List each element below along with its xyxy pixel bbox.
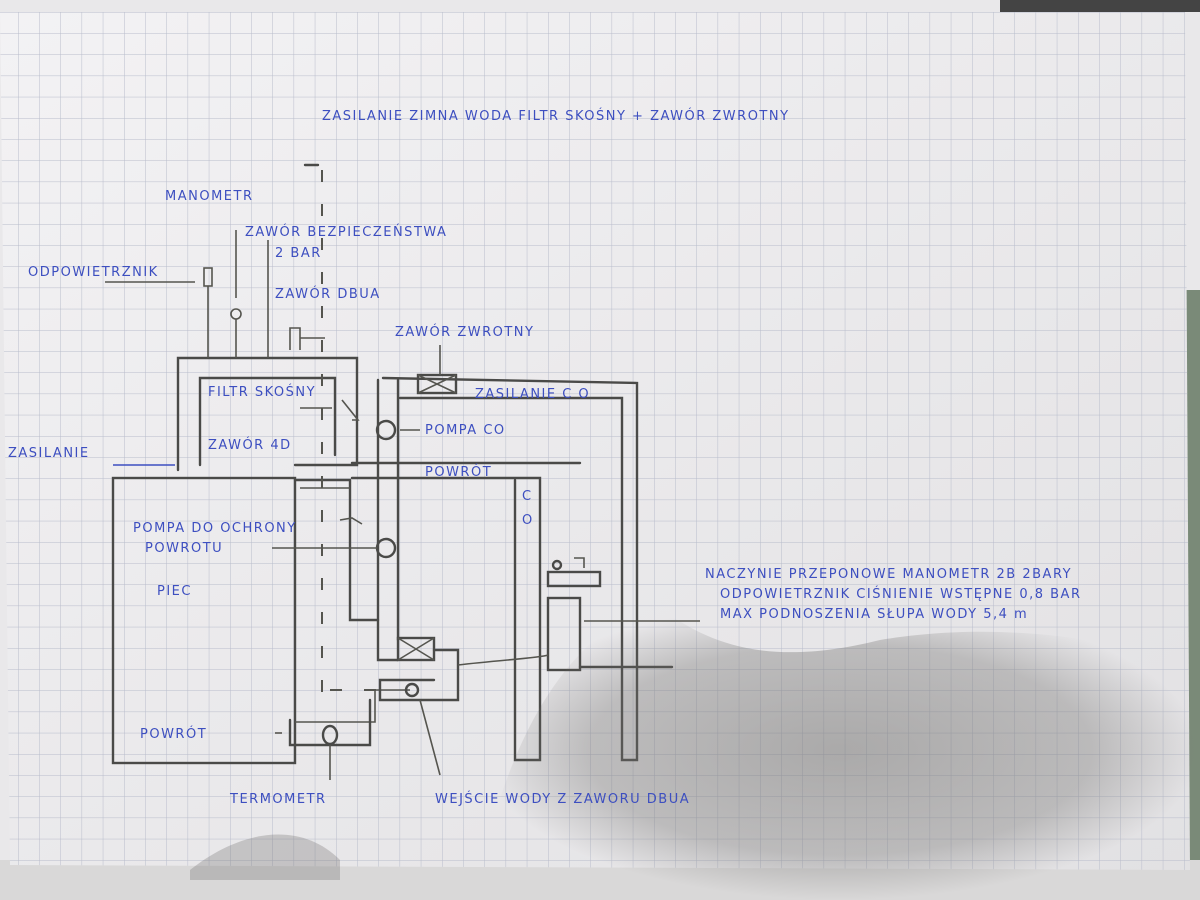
label-air-vent: ODPOWIETRZNIK xyxy=(28,265,159,280)
label-supply-co: ZASILANIE C O xyxy=(475,387,590,402)
label-filter: FILTR SKOŚNY xyxy=(208,384,316,400)
expansion-note-line-2: ODPOWIETRZNIK CIŚNIENIE WSTĘPNE 0,8 BAR xyxy=(720,586,1081,602)
pump-co-icon xyxy=(375,419,397,441)
label-co-o: O xyxy=(522,513,534,528)
boiler-outline xyxy=(111,476,297,765)
expansion-note-line-1: NACZYNIE PRZEPONOWE MANOMETR 2B 2BARY xyxy=(705,567,1072,582)
expansion-vessel xyxy=(546,596,582,672)
expansion-note-line-3: MAX PODNOSZENIA SŁUPA WODY 5,4 m xyxy=(720,607,1028,622)
label-pump-co: POMPA CO xyxy=(425,423,506,438)
label-manometer: MANOMETR xyxy=(165,189,253,204)
label-water-inlet: WEJŚCIE WODY Z ZAWORU DBUA xyxy=(435,791,690,807)
photo-shadow xyxy=(480,600,1200,900)
label-thermometer: TERMOMETR xyxy=(229,792,327,807)
label-valve-4d: ZAWÓR 4D xyxy=(208,437,292,453)
photo-shadow-small xyxy=(190,834,340,880)
diagram-title: ZASILANIE ZIMNA WODA FILTR SKOŚNY + ZAWÓ… xyxy=(322,108,790,124)
label-return-pump-1: POMPA DO OCHRONY xyxy=(133,521,297,536)
label-supply: ZASILANIE xyxy=(8,446,90,461)
label-safety-valve-pressure: 2 BAR xyxy=(275,246,322,261)
label-return-pump-2: POWROTU xyxy=(145,541,223,556)
label-check-valve: ZAWÓR ZWROTNY xyxy=(395,324,534,340)
label-co-c: C xyxy=(522,489,533,504)
top-edge xyxy=(1000,0,1200,12)
label-return-co: POWRÓT xyxy=(425,464,492,480)
thermometer-icon xyxy=(321,724,339,746)
label-boiler: PIEC xyxy=(157,584,192,599)
label-return-boiler: POWRÓT xyxy=(140,726,207,742)
label-zawor-dbua: ZAWÓR DBUA xyxy=(275,286,381,302)
label-safety-valve: ZAWÓR BEZPIECZEŃSTWA xyxy=(245,224,447,240)
inlet-valve-icon xyxy=(404,682,420,698)
